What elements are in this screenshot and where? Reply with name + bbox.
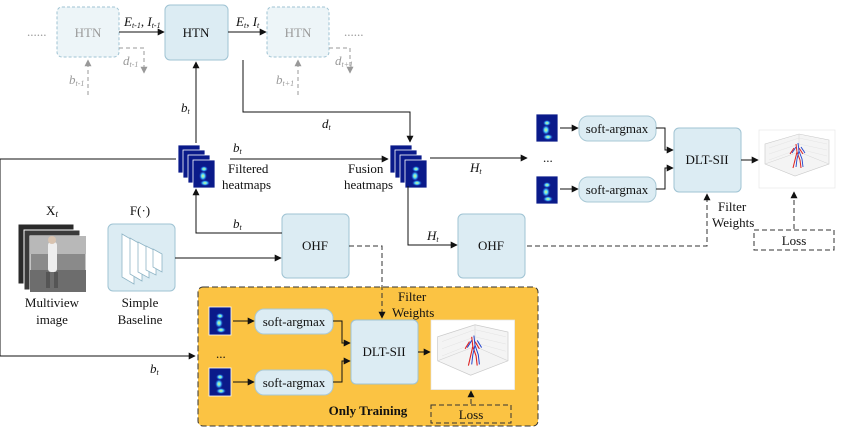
dots-left: ...... — [27, 24, 47, 39]
fusion-label-1: Fusion — [348, 161, 384, 176]
label-e-prev: Et-1, It-1 — [123, 14, 161, 30]
simple-label-2: Baseline — [118, 312, 163, 327]
arrow-filter-weights-bottom — [349, 245, 386, 319]
arrow-d-prev — [119, 47, 148, 74]
soft-argmax-top-1-label: soft-argmax — [586, 121, 649, 136]
filter-weights-bottom-2: Weights — [392, 305, 434, 320]
simple-label-1: Simple — [122, 295, 159, 310]
loss-top-box — [753, 229, 835, 251]
label-ht-low: Ht — [426, 228, 439, 244]
arrow-filter-weights-top — [527, 193, 711, 247]
htn-next-label: HTN — [285, 25, 312, 40]
arrow-ht-low — [407, 186, 458, 249]
dlt-sii-top-label: DLT-SII — [685, 152, 728, 167]
arrow-sab1-to-dlt — [333, 320, 351, 347]
multiview-label-1: Multiview — [25, 295, 80, 310]
heatmap-top-1 — [535, 113, 559, 143]
filter-weights-bottom-1: Filter — [398, 289, 427, 304]
dots-right: ...... — [344, 24, 364, 39]
pose-3d-plot-top — [758, 129, 836, 189]
ellipsis-bottom: ... — [216, 346, 226, 361]
loss-bottom-label: Loss — [459, 407, 484, 422]
label-f-func: F(·) — [130, 203, 150, 218]
heatmap-bot-1 — [208, 306, 232, 336]
ohf-right-label: OHF — [478, 238, 504, 253]
label-d-prev: dt-1 — [123, 53, 138, 69]
label-bt-mid: bt — [233, 140, 243, 156]
fusion-heatmaps-stack — [390, 145, 427, 188]
soft-argmax-bot-1-label: soft-argmax — [263, 314, 326, 329]
ellipsis-top: ... — [543, 150, 553, 165]
htn-prev-box — [56, 6, 120, 58]
label-bt-ohf: bt — [233, 216, 243, 232]
arrow-ohf-to-filtered — [192, 188, 282, 234]
label-bt-vertical: bt — [181, 100, 191, 116]
htn-prev-label: HTN — [75, 25, 102, 40]
multiview-label-2: image — [36, 312, 68, 327]
filter-weights-top-1: Filter — [718, 199, 747, 214]
only-training-label: Only Training — [329, 403, 408, 418]
loss-bottom-box — [430, 404, 512, 424]
filtered-label-1: Filtered — [228, 161, 269, 176]
multiview-images — [17, 223, 87, 293]
label-bt-bottom: bt — [150, 361, 160, 377]
arrow-sa1-to-dlt — [656, 127, 674, 154]
label-xt: Xt — [46, 203, 58, 219]
ohf-right-box — [457, 213, 526, 279]
filtered-label-2: heatmaps — [222, 177, 271, 192]
arrow-sa2-to-dlt — [656, 164, 674, 190]
pose-3d-plot-bottom — [430, 319, 516, 391]
soft-argmax-bot-2-label: soft-argmax — [263, 375, 326, 390]
label-ht-top: Ht — [469, 160, 482, 176]
dlt-sii-bottom-label: DLT-SII — [362, 344, 405, 359]
htn-next-box — [266, 6, 330, 58]
heatmap-top-2 — [535, 175, 559, 205]
ohf-left-label: OHF — [302, 238, 328, 253]
label-e-t: Et, It — [235, 14, 260, 30]
label-b-next: bt+1 — [276, 72, 294, 88]
arrow-d-next — [329, 47, 354, 74]
network-layers-icon — [121, 233, 163, 285]
filtered-heatmaps-stack — [178, 145, 215, 188]
heatmap-bot-2 — [208, 367, 232, 397]
label-dt: dt — [322, 116, 332, 132]
soft-argmax-top-2-label: soft-argmax — [586, 182, 649, 197]
label-d-next: dt+1 — [335, 53, 353, 69]
arrow-dt-to-fusion — [242, 60, 414, 143]
arrow-sab2-to-dlt — [333, 357, 351, 383]
label-b-prev: bt-1 — [69, 72, 84, 88]
filter-weights-top-2: Weights — [712, 215, 754, 230]
fusion-label-2: heatmaps — [344, 177, 393, 192]
arrow-bt-to-training — [0, 159, 196, 360]
loss-top-label: Loss — [782, 233, 807, 248]
htn-main-label: HTN — [183, 25, 210, 40]
